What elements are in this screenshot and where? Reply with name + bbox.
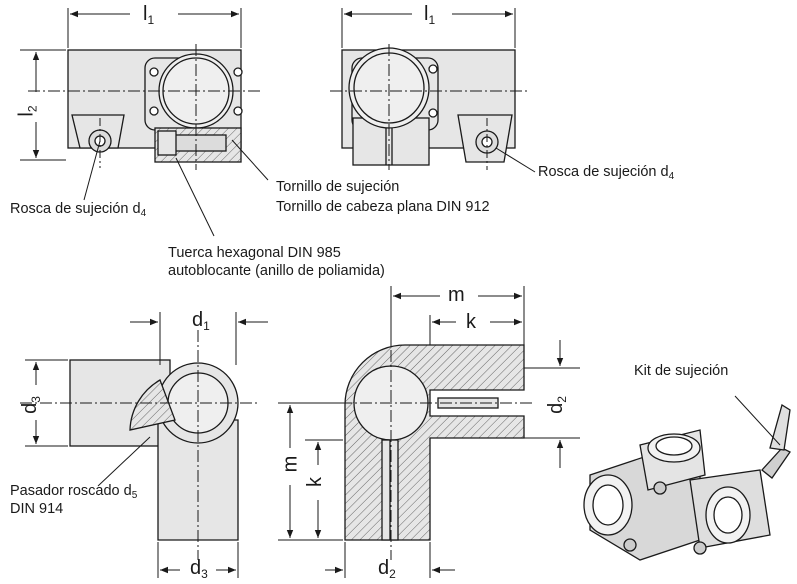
section-dimlines	[278, 286, 580, 578]
label-rosca-left: Rosca de sujeción d4	[10, 201, 147, 219]
top-right-view	[341, 47, 516, 166]
dim-l2: l2	[15, 105, 40, 117]
dim-k-top: k	[466, 311, 476, 333]
label-tuerca-line1: Tuerca hexagonal DIN 985	[168, 245, 341, 261]
dim-d3-bottom: d3	[190, 557, 208, 581]
bottom-left-view	[69, 359, 239, 541]
label-tornillo-line2: Tornillo de cabeza plana DIN 912	[276, 199, 490, 215]
dim-l1-right: l1	[424, 3, 436, 27]
label-pasador-line1: Pasador roscado d5	[10, 483, 138, 501]
dim-k-left: k	[304, 477, 326, 487]
dim-m-top: m	[448, 284, 465, 306]
dim-d3-left: d3	[18, 396, 43, 414]
clamp-kit-illustration	[583, 395, 791, 561]
dim-d1: d1	[192, 309, 210, 333]
bottom-left-dimlines	[20, 312, 268, 578]
label-pasador-line2: DIN 914	[10, 501, 64, 517]
label-rosca-right: Rosca de sujeción d4	[538, 164, 675, 182]
dim-d2-right: d2	[544, 396, 569, 414]
label-kit: Kit de sujeción	[634, 363, 729, 379]
top-left-centerlines	[20, 8, 269, 237]
section-view	[344, 344, 525, 541]
top-right-centerlines	[330, 8, 536, 173]
dim-m-left: m	[279, 455, 302, 473]
label-tornillo-line1: Tornillo de sujeción	[276, 179, 400, 195]
dim-l1-left: l1	[143, 3, 155, 27]
dim-d2-bottom: d2	[378, 557, 396, 581]
set-screw-section	[129, 379, 176, 431]
label-tuerca-line2: autoblocante (anillo de poliamida)	[168, 263, 385, 279]
top-left-view	[67, 49, 243, 163]
